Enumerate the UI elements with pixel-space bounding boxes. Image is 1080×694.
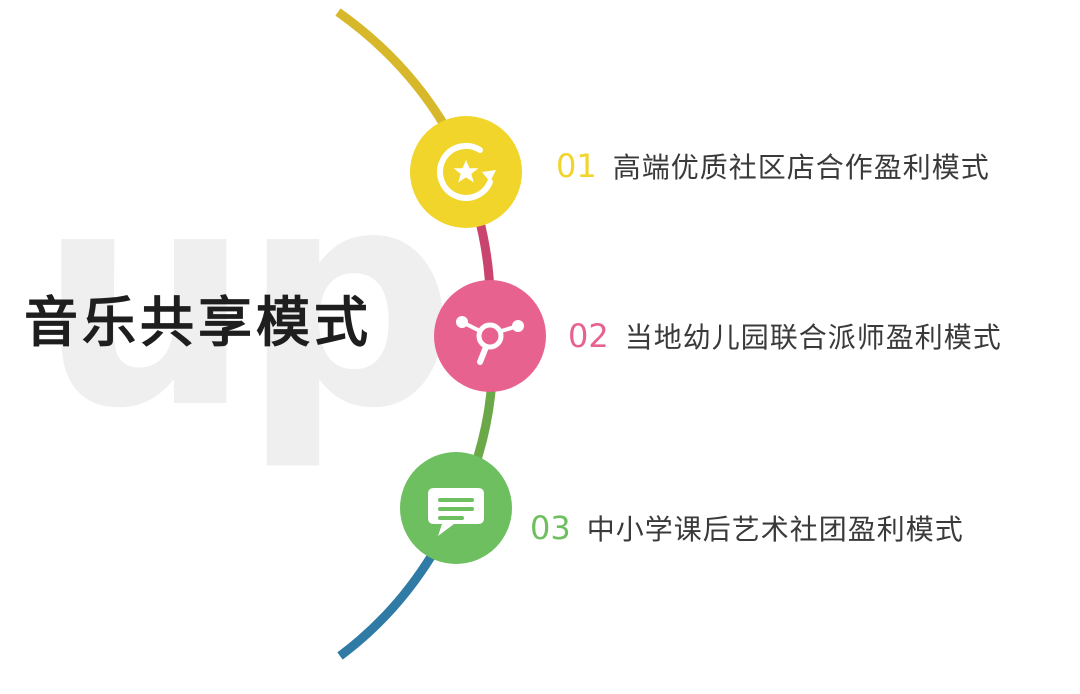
item-label-2: 当地幼儿园联合派师盈利模式	[624, 321, 1002, 354]
list-item-3: 03 中小学课后艺术社团盈利模式	[530, 508, 964, 548]
node-1	[410, 116, 522, 228]
item-label-1: 高端优质社区店合作盈利模式	[612, 151, 990, 184]
star-refresh-icon	[437, 143, 496, 201]
background-watermark: up	[38, 125, 456, 474]
arc-segment-blue	[337, 552, 436, 660]
list-item-2: 02 当地幼儿园联合派师盈利模式	[568, 316, 1002, 356]
item-number-3: 03	[530, 509, 571, 547]
network-search-icon	[456, 316, 524, 365]
item-number-1: 01	[556, 147, 597, 185]
node-2	[434, 280, 546, 392]
list-item-1: 01 高端优质社区店合作盈利模式	[556, 146, 990, 186]
node-3	[400, 452, 512, 564]
node-circle-2	[434, 280, 546, 392]
chat-bubble-icon	[428, 488, 484, 536]
main-title: 音乐共享模式	[24, 291, 372, 354]
item-label-3: 中小学课后艺术社团盈利模式	[586, 513, 964, 546]
item-number-2: 02	[568, 317, 609, 355]
